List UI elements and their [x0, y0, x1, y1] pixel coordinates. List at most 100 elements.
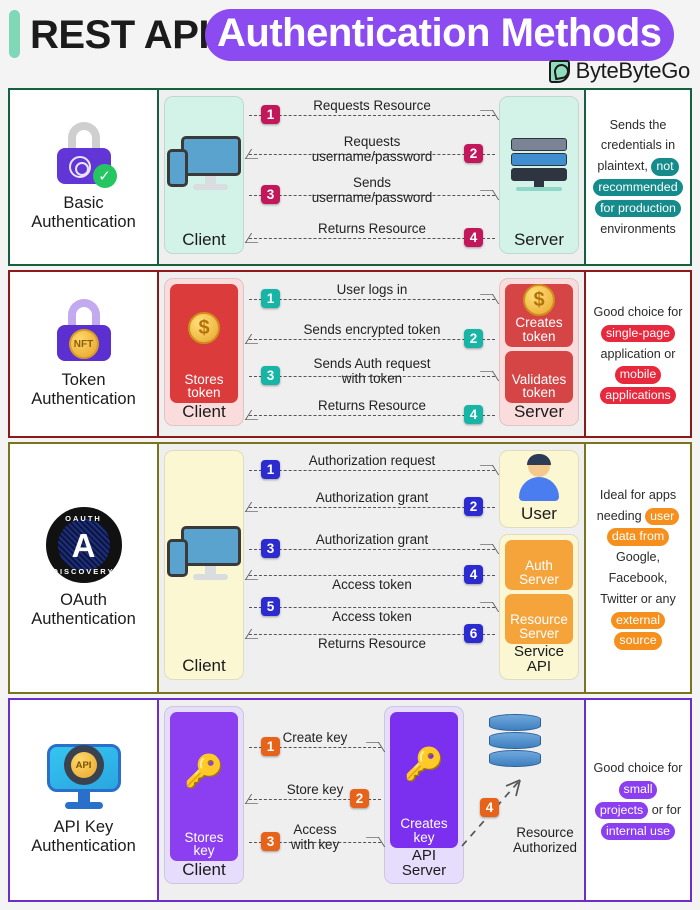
arrow-line	[249, 470, 495, 471]
client-devices-icon	[165, 97, 243, 231]
brand-logo: ByteByteGo	[548, 58, 690, 84]
note-highlight: projects	[594, 802, 649, 820]
user-node: User	[499, 450, 579, 528]
key-icon: 🔑	[184, 753, 224, 790]
client-node-label: Client	[182, 402, 226, 422]
note-highlight: not	[651, 158, 679, 176]
step-number-3: 3	[261, 539, 280, 558]
note-cell-basic: Sends the credentials in plaintext, not …	[584, 90, 690, 264]
page-title: REST API Authentication Methods	[30, 6, 674, 64]
client-devices-icon	[165, 451, 243, 657]
step-number-1: 1	[261, 737, 280, 756]
step-number-4: 4	[464, 565, 483, 584]
step-number-4: 4	[464, 405, 483, 424]
arrow-label-4: Returns Resource	[318, 220, 426, 236]
step-number-5: 5	[261, 597, 280, 616]
note-plain: Good choice for	[593, 761, 683, 776]
step-number-1: 1	[261, 460, 280, 479]
arrow-label-3: Authorization grant	[315, 531, 429, 547]
arrow-line	[249, 376, 495, 377]
note-plain: Ideal for apps needing	[596, 487, 677, 523]
note-plain: Good choice for	[593, 305, 683, 320]
arrow-step-2: 2 Authorization grant	[244, 490, 495, 516]
arrow-label-1: Authorization request	[308, 452, 436, 468]
arrow-label-2: Sends encrypted token	[303, 321, 441, 337]
step-number-4: 4	[480, 798, 499, 817]
arrow-line	[249, 115, 495, 116]
step-number-2: 2	[464, 144, 483, 163]
arrow-line	[249, 634, 495, 635]
user-avatar-icon	[500, 451, 578, 505]
client-node-label: Client	[182, 230, 226, 250]
coin-icon: $	[523, 284, 555, 316]
arrow-label-1: Create key	[282, 729, 348, 745]
note-cell-token: Good choice for single-page application …	[584, 272, 690, 436]
note-highlight: for production	[595, 199, 681, 218]
padlock-fingerprint-icon: ✓	[53, 122, 117, 189]
note-text-basic: Sends the credentials in plaintext, not …	[591, 115, 685, 240]
arrow-line	[249, 299, 495, 300]
note-highlight: applications	[600, 387, 676, 405]
note-highlight: internal use	[600, 822, 676, 841]
accent-bar	[9, 10, 20, 58]
arrow-line	[249, 507, 495, 508]
user-node-label: User	[521, 504, 557, 524]
step-number-2: 2	[464, 497, 483, 516]
arrow-label-1: User logs in	[336, 281, 408, 297]
server-node: Server	[499, 96, 579, 254]
arrow-line	[249, 415, 495, 416]
row-apikey: API KeyAuthentication🔑StoreskeyClient🔑Cr…	[8, 698, 692, 902]
arrow-line	[249, 842, 381, 843]
arrow-label-1: Requests Resource	[313, 97, 431, 113]
client-node-label: Client	[182, 656, 226, 676]
arrow-label-4: Access token	[332, 577, 412, 592]
arrow-label-2: Authorization grant	[315, 489, 429, 505]
arrow-line	[249, 747, 381, 748]
note-plain: Google, Facebook, Twitter or any	[600, 550, 676, 606]
arrow-line	[249, 339, 495, 340]
note-highlight: user	[645, 507, 680, 525]
note-text-oauth: Ideal for apps needing user data from Go…	[591, 485, 685, 651]
note-highlight: data from	[606, 528, 670, 546]
note-highlight: source	[614, 632, 662, 650]
note-plain: Sends the credentials in plaintext,	[597, 117, 676, 174]
padlock-token-icon: NFT	[53, 299, 115, 363]
note-cell-oauth: Ideal for apps needing user data from Go…	[584, 444, 690, 692]
note-text-token: Good choice for single-page application …	[591, 302, 685, 406]
